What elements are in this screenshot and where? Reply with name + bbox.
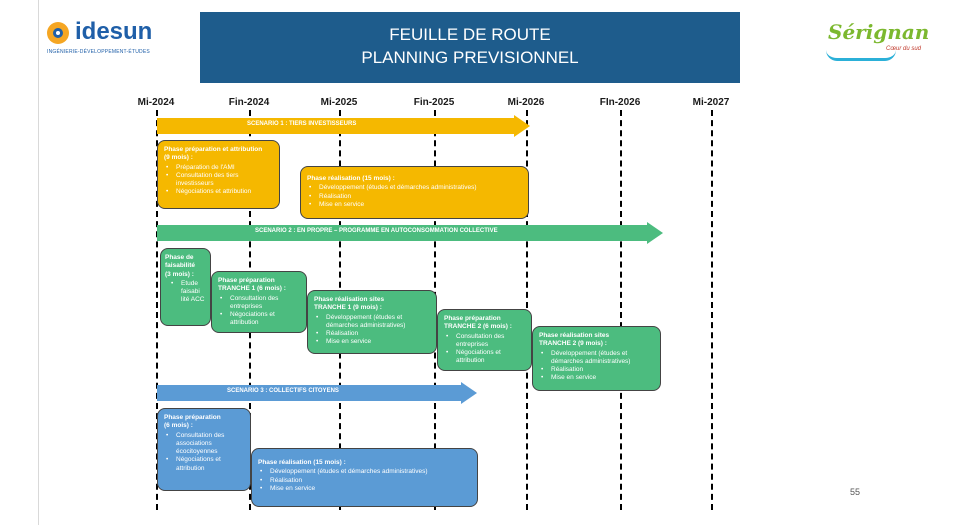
phase-title: Phase préparation et attribution (9 mois… xyxy=(164,146,263,162)
phase-item: Mise en service xyxy=(541,374,654,383)
scenario-1-label: SCENARIO 1 : TIERS INVESTISSEURS xyxy=(247,121,357,127)
phase-box: Phase de faisabilité (3 mois) : Etude fa… xyxy=(160,248,211,326)
phase-item: Développement (études et démarches admin… xyxy=(541,350,654,367)
phase-item: Réalisation xyxy=(541,366,654,375)
left-divider xyxy=(38,0,39,525)
gridline-fin-2026 xyxy=(620,110,622,510)
scenario-2-arrow: SCENARIO 2 : EN PROPRE – PROGRAMME EN AU… xyxy=(157,222,663,244)
phase-title: Phase réalisation (15 mois) : xyxy=(307,175,395,182)
phase-item: Etude faisabi lité ACC xyxy=(171,280,206,305)
phase-box: Phase préparation TRANCHE 1 (6 mois) : C… xyxy=(211,271,307,333)
gridline-mi-2024 xyxy=(156,110,158,510)
phase-title: Phase préparation TRANCHE 1 (6 mois) : xyxy=(218,277,286,293)
phase-title: Phase réalisation sites TRANCHE 2 (9 moi… xyxy=(539,332,610,348)
serignan-logo: Sérignan Cœur du sud xyxy=(826,20,946,61)
phase-item: Mise en service xyxy=(316,338,430,347)
phase-box: Phase réalisation sites TRANCHE 2 (9 moi… xyxy=(532,326,661,391)
phase-box: Phase préparation TRANCHE 2 (6 mois) : C… xyxy=(437,309,532,371)
title-line-1: FEUILLE DE ROUTE xyxy=(389,25,551,44)
serignan-logo-tagline: Cœur du sud xyxy=(886,46,922,52)
phase-title: Phase préparation TRANCHE 2 (6 mois) : xyxy=(444,315,512,331)
phase-item: Consultation des tiers investisseurs xyxy=(166,172,273,189)
phase-title: Phase réalisation sites TRANCHE 1 (9 moi… xyxy=(314,296,385,312)
col-label-mi-2027: Mi-2027 xyxy=(692,97,730,108)
serignan-logo-name: Sérignan xyxy=(828,20,930,44)
phase-title: Phase préparation (6 mois) : xyxy=(164,414,221,430)
phase-item: Négociations et attribution xyxy=(446,349,525,366)
phase-item: Développement (études et démarches admin… xyxy=(309,184,522,193)
col-label-fin-2024: Fin-2024 xyxy=(228,97,270,108)
phase-item: Développement (études et démarches admin… xyxy=(316,314,430,331)
serignan-swoosh-icon xyxy=(826,50,896,61)
phase-item: Réalisation xyxy=(260,477,471,486)
col-label-mi-2024: Mi-2024 xyxy=(137,97,175,108)
phase-item: Préparation de l'AMI xyxy=(166,164,273,173)
phase-item: Mise en service xyxy=(260,485,471,494)
col-label-mi-2025: Mi-2025 xyxy=(320,97,358,108)
phase-item: Mise en service xyxy=(309,201,522,210)
phase-item: Consultation des entreprises xyxy=(446,333,525,350)
title-banner: FEUILLE DE ROUTE PLANNING PREVISIONNEL xyxy=(200,12,740,83)
title-line-2: PLANNING PREVISIONNEL xyxy=(361,48,579,67)
col-label-fin-2026: FIn-2026 xyxy=(599,97,641,108)
phase-item: Consultation des associations écocitoyen… xyxy=(166,432,244,457)
phase-item: Réalisation xyxy=(316,330,430,339)
phase-item: Réalisation xyxy=(309,193,522,202)
idesun-logo-tagline: INGÉNIERIE-DÉVELOPPEMENT-ÉTUDES xyxy=(47,49,150,55)
idesun-logo: idesun INGÉNIERIE-DÉVELOPPEMENT-ÉTUDES xyxy=(45,18,175,60)
phase-item: Négociations et attribution xyxy=(166,188,273,197)
phase-item: Négociations et attribution xyxy=(166,456,244,473)
scenario-3-arrow: SCENARIO 3 : COLLECTIFS CITOYENS xyxy=(157,382,477,404)
col-label-fin-2025: Fin-2025 xyxy=(413,97,455,108)
gridline-mi-2027 xyxy=(711,110,713,510)
phase-item: Consultation des entreprises xyxy=(220,295,300,312)
phase-item: Développement (études et démarches admin… xyxy=(260,468,471,477)
scenario-1-arrow: SCENARIO 1 : TIERS INVESTISSEURS xyxy=(157,115,530,137)
phase-box: Phase réalisation (15 mois) : Développem… xyxy=(300,166,529,219)
scenario-3-label: SCENARIO 3 : COLLECTIFS CITOYENS xyxy=(227,388,339,394)
scenario-2-label: SCENARIO 2 : EN PROPRE – PROGRAMME EN AU… xyxy=(255,228,498,234)
idesun-logo-name: idesun xyxy=(75,18,153,45)
phase-box: Phase préparation (6 mois) : Consultatio… xyxy=(157,408,251,491)
idesun-logo-icon xyxy=(47,22,69,44)
col-label-mi-2026: Mi-2026 xyxy=(507,97,545,108)
phase-box: Phase réalisation (15 mois) : Développem… xyxy=(251,448,478,507)
phase-box: Phase préparation et attribution (9 mois… xyxy=(157,140,280,209)
phase-title: Phase de faisabilité (3 mois) : xyxy=(165,254,195,278)
phase-item: Négociations et attribution xyxy=(220,311,300,328)
phase-box: Phase réalisation sites TRANCHE 1 (9 moi… xyxy=(307,290,437,354)
phase-title: Phase réalisation (15 mois) : xyxy=(258,459,346,466)
page-number: 55 xyxy=(850,487,861,497)
